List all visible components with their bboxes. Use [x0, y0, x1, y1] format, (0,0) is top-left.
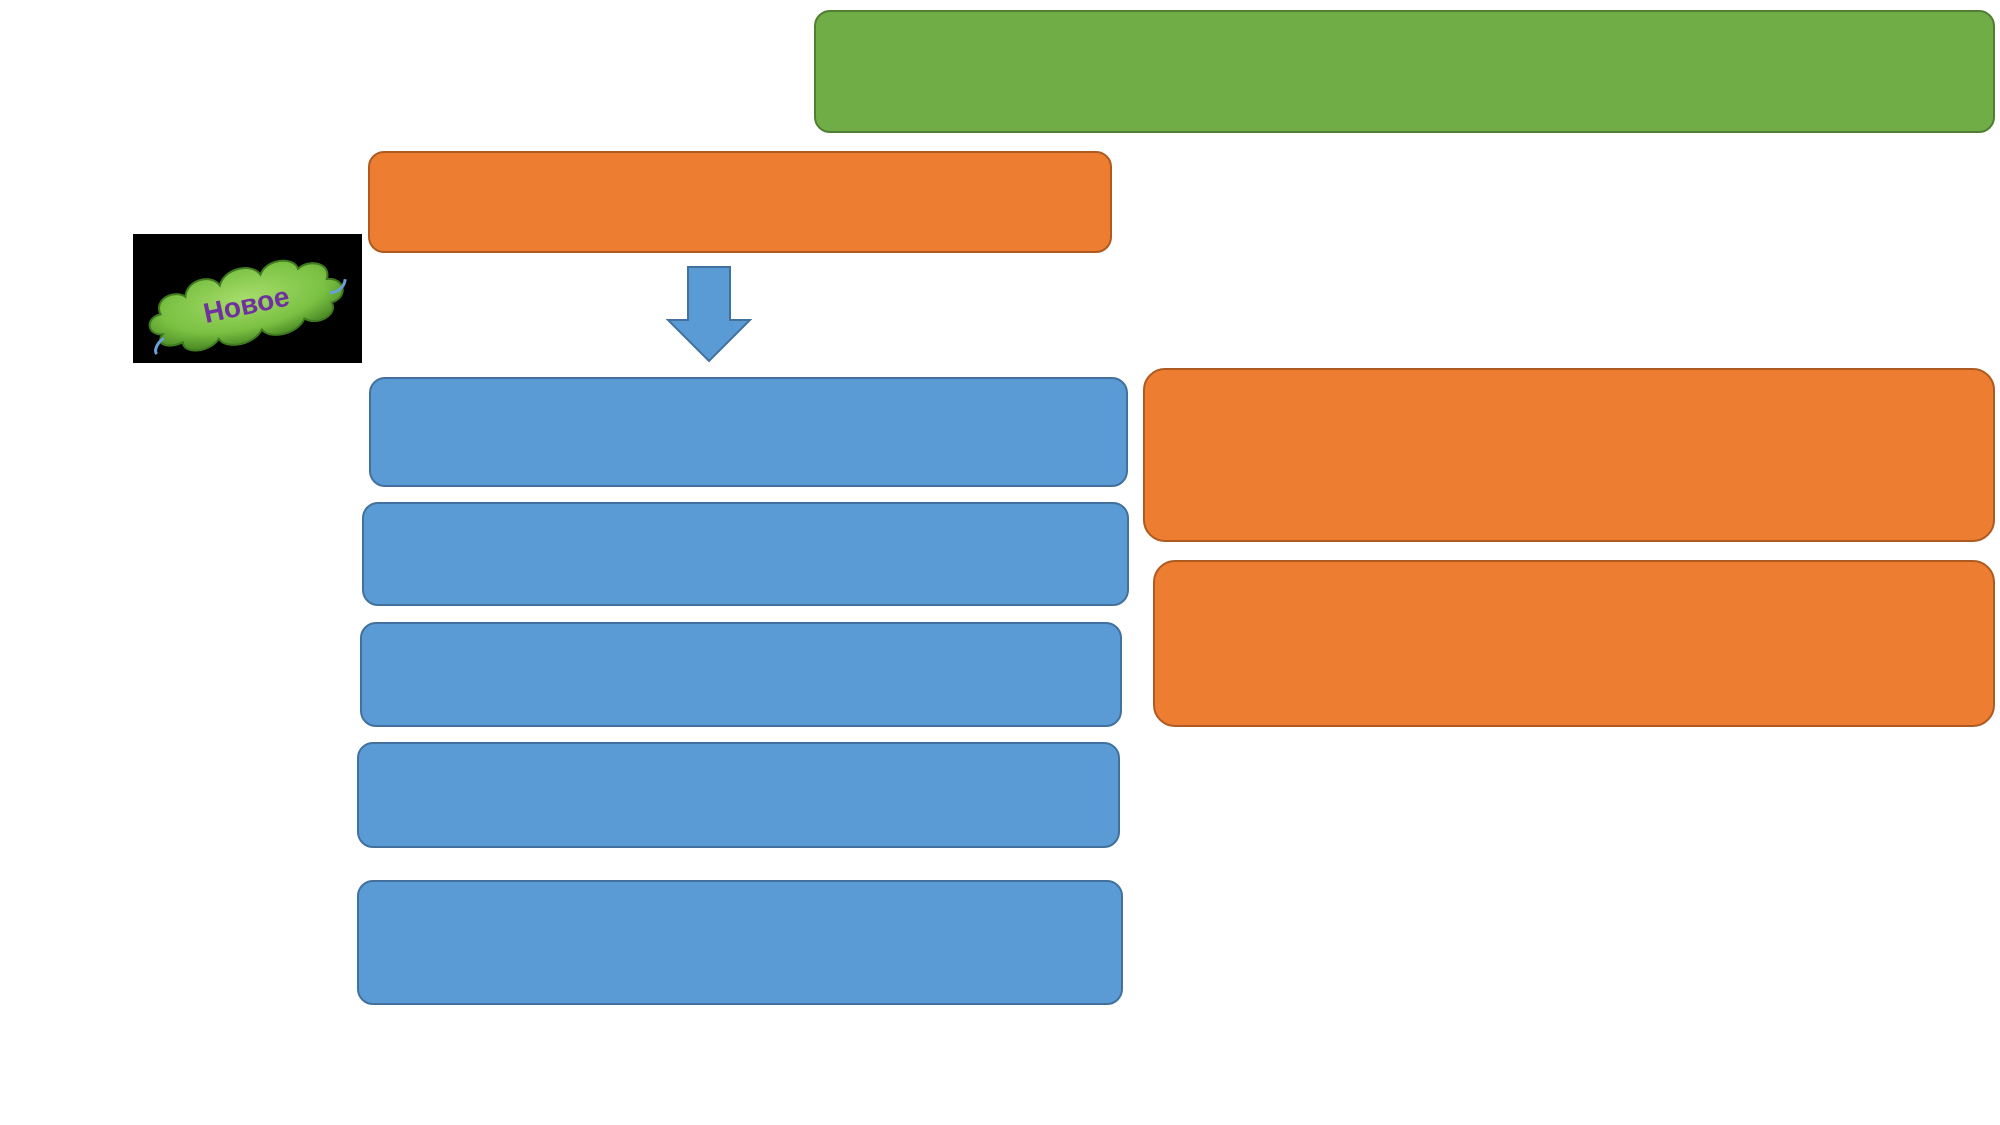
new-badge: Новое — [133, 234, 362, 363]
left-item-1 — [369, 377, 1128, 487]
cloud-icon: Новое — [148, 259, 347, 355]
left-item-2 — [362, 502, 1129, 606]
right-item-1 — [1143, 368, 1995, 542]
source-box — [368, 151, 1112, 253]
top-banner-box — [814, 10, 1995, 133]
left-item-5 — [357, 880, 1123, 1005]
right-item-2 — [1153, 560, 1995, 727]
down-arrow-icon — [666, 266, 752, 363]
left-item-4 — [357, 742, 1120, 848]
left-item-3 — [360, 622, 1122, 727]
